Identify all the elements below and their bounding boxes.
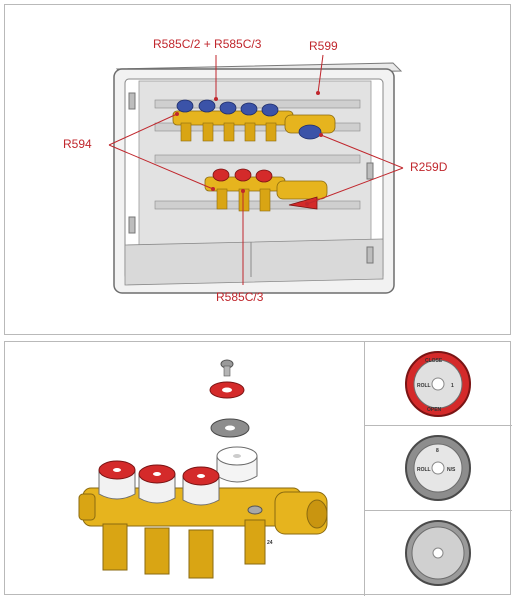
manifold-red-knob-3 xyxy=(182,466,220,506)
exploded-screw xyxy=(220,359,234,377)
installation-box-illustration: R585C/2 + R585C/3 R599 R594 R259D R585C/… xyxy=(63,37,448,304)
exploded-grey-disc xyxy=(210,418,250,438)
manifold-red-knob-2 xyxy=(138,464,176,504)
knob-text-open: OPEN xyxy=(427,407,442,413)
lower-red-knobs xyxy=(212,168,273,183)
upper-manifold xyxy=(172,99,336,142)
knob-text-close: CLOSE xyxy=(425,358,443,364)
panel-divider xyxy=(364,425,512,426)
panel-divider xyxy=(364,342,365,596)
label-r259d: R259D xyxy=(410,160,448,174)
label-r594: R594 xyxy=(63,137,92,151)
installation-box-panel: R585C/2 + R585C/3 R599 R594 R259D R585C/… xyxy=(4,4,511,335)
knob-top-view-grey: ROLL N/S 8 xyxy=(405,435,471,501)
knob-text-roll-2: ROLL xyxy=(417,467,431,473)
exploded-manifold-illustration: 24 CLOSE ROLL 1 OPEN xyxy=(78,351,471,586)
label-r585c3: R585C/3 xyxy=(216,290,264,304)
knob-text-roll: ROLL xyxy=(417,383,431,389)
upper-outlets xyxy=(180,122,277,142)
panel-divider xyxy=(364,510,512,511)
manifold-red-knob-1 xyxy=(98,460,136,500)
upper-ball-valve-handle xyxy=(298,124,322,140)
leader-lines xyxy=(108,54,404,285)
lower-ball-valve-handle xyxy=(288,196,318,210)
exploded-white-knob xyxy=(216,446,258,483)
knob-top-view-red: CLOSE ROLL 1 OPEN xyxy=(405,351,471,417)
lower-outlets xyxy=(216,188,271,212)
exploded-manifold-body: 24 xyxy=(78,487,328,579)
lower-manifold xyxy=(204,168,328,212)
label-r599: R599 xyxy=(309,39,338,53)
label-r585c2-r585c3: R585C/2 + R585C/3 xyxy=(153,37,262,51)
manifold-marking-24: 24 xyxy=(267,540,273,546)
upper-blue-knobs xyxy=(176,99,279,117)
knob-top-view-blank xyxy=(405,520,471,586)
knob-text-8: 8 xyxy=(436,448,439,454)
knob-text-1: 1 xyxy=(451,383,454,389)
knob-text-ns: N/S xyxy=(447,467,456,473)
exploded-red-cap xyxy=(209,381,245,399)
exploded-view-panel: 24 CLOSE ROLL 1 OPEN xyxy=(4,341,512,596)
